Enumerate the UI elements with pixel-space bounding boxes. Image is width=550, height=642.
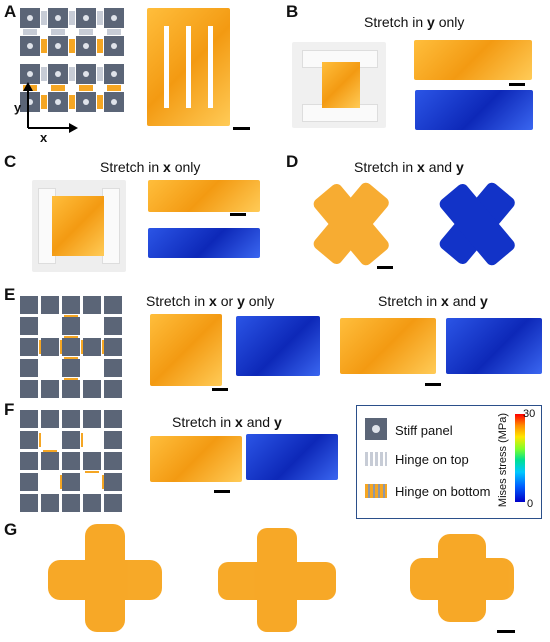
scale-bar bbox=[230, 213, 246, 216]
colorbar-max: 30 bbox=[523, 408, 536, 420]
colorbar-min: 0 bbox=[527, 498, 534, 510]
panel-c-title: Stretch in x only bbox=[100, 159, 200, 175]
panel-e-title-1: Stretch in x or y only bbox=[146, 293, 274, 309]
axis-label-y: y bbox=[14, 100, 22, 115]
panel-c-photo bbox=[148, 180, 260, 212]
panel-b-simulation bbox=[415, 90, 533, 130]
scale-bar bbox=[497, 630, 515, 633]
panel-label-g: G bbox=[4, 520, 18, 539]
title-axis: x bbox=[163, 159, 171, 175]
title-axis: y bbox=[427, 14, 435, 30]
axes-arrows bbox=[23, 82, 78, 133]
legend-hinge-top: Hinge on top bbox=[395, 452, 469, 467]
panel-e-simulation bbox=[446, 318, 542, 374]
hinge-top-swatch bbox=[365, 452, 387, 466]
colorbar-label: Mises stress (MPa) bbox=[497, 412, 509, 508]
scale-bar bbox=[509, 83, 525, 86]
title-axis: x bbox=[441, 293, 449, 309]
colorbar bbox=[515, 414, 525, 502]
panel-label-f: F bbox=[4, 400, 15, 419]
title-text: Stretch in bbox=[378, 293, 442, 309]
title-axis: y bbox=[237, 293, 245, 309]
title-text: only bbox=[170, 159, 201, 175]
scale-bar bbox=[377, 266, 393, 269]
title-text: and bbox=[424, 159, 456, 175]
title-text: only bbox=[434, 14, 465, 30]
title-axis: x bbox=[235, 414, 243, 430]
title-text: Stretch in bbox=[364, 14, 428, 30]
panel-c-simulation bbox=[148, 228, 260, 258]
panel-b-photo bbox=[292, 42, 386, 128]
panel-a-pattern-diagram bbox=[20, 8, 124, 112]
title-axis: y bbox=[455, 159, 464, 175]
panel-e-photo bbox=[340, 318, 436, 374]
panel-g-photo bbox=[218, 528, 336, 632]
title-axis: x bbox=[209, 293, 217, 309]
title-text: and bbox=[448, 293, 480, 309]
title-text: Stretch in bbox=[172, 414, 236, 430]
title-text: and bbox=[242, 414, 274, 430]
panel-d-title: Stretch in x and y bbox=[354, 159, 464, 175]
panel-f-title: Stretch in x and y bbox=[172, 414, 282, 430]
panel-e-photo bbox=[150, 314, 222, 386]
title-text: Stretch in bbox=[146, 293, 210, 309]
panel-f-simulation bbox=[246, 434, 338, 480]
panel-e-title-2: Stretch in x and y bbox=[378, 293, 488, 309]
panel-f-pattern-diagram bbox=[20, 410, 122, 512]
legend-stiff-panel: Stiff panel bbox=[395, 423, 453, 438]
title-text: Stretch in bbox=[354, 159, 418, 175]
scale-bar bbox=[214, 490, 230, 493]
panel-a-photo bbox=[147, 8, 230, 126]
panel-d-simulation bbox=[439, 182, 515, 266]
scale-bar bbox=[425, 383, 441, 386]
panel-label-b: B bbox=[286, 2, 299, 21]
panel-b-photo bbox=[414, 40, 532, 80]
panel-g-photo bbox=[410, 534, 514, 622]
legend-box: Stiff panel Hinge on top Hinge on bottom… bbox=[356, 405, 542, 519]
panel-f-photo bbox=[150, 436, 242, 482]
panel-e-pattern-diagram bbox=[20, 296, 122, 398]
panel-label-d: D bbox=[286, 152, 299, 171]
title-text: Stretch in bbox=[100, 159, 164, 175]
title-text: only bbox=[244, 293, 275, 309]
title-axis: y bbox=[479, 293, 488, 309]
panel-b-title: Stretch in y only bbox=[364, 14, 464, 30]
panel-d-photo bbox=[313, 182, 389, 266]
panel-label-c: C bbox=[4, 152, 17, 171]
panel-g-photo bbox=[48, 524, 162, 632]
panel-c-photo bbox=[32, 180, 126, 272]
legend-hinge-bottom: Hinge on bottom bbox=[395, 484, 491, 499]
scale-bar bbox=[233, 127, 250, 130]
stiff-panel-swatch bbox=[365, 418, 387, 440]
title-axis: x bbox=[417, 159, 425, 175]
panel-label-e: E bbox=[4, 285, 16, 304]
hinge-bottom-swatch bbox=[365, 484, 387, 498]
panel-label-a: A bbox=[4, 2, 17, 21]
panel-e-simulation bbox=[236, 316, 320, 376]
scale-bar bbox=[212, 388, 228, 391]
axis-label-x: x bbox=[40, 130, 48, 145]
title-text: or bbox=[216, 293, 238, 309]
title-axis: y bbox=[273, 414, 282, 430]
